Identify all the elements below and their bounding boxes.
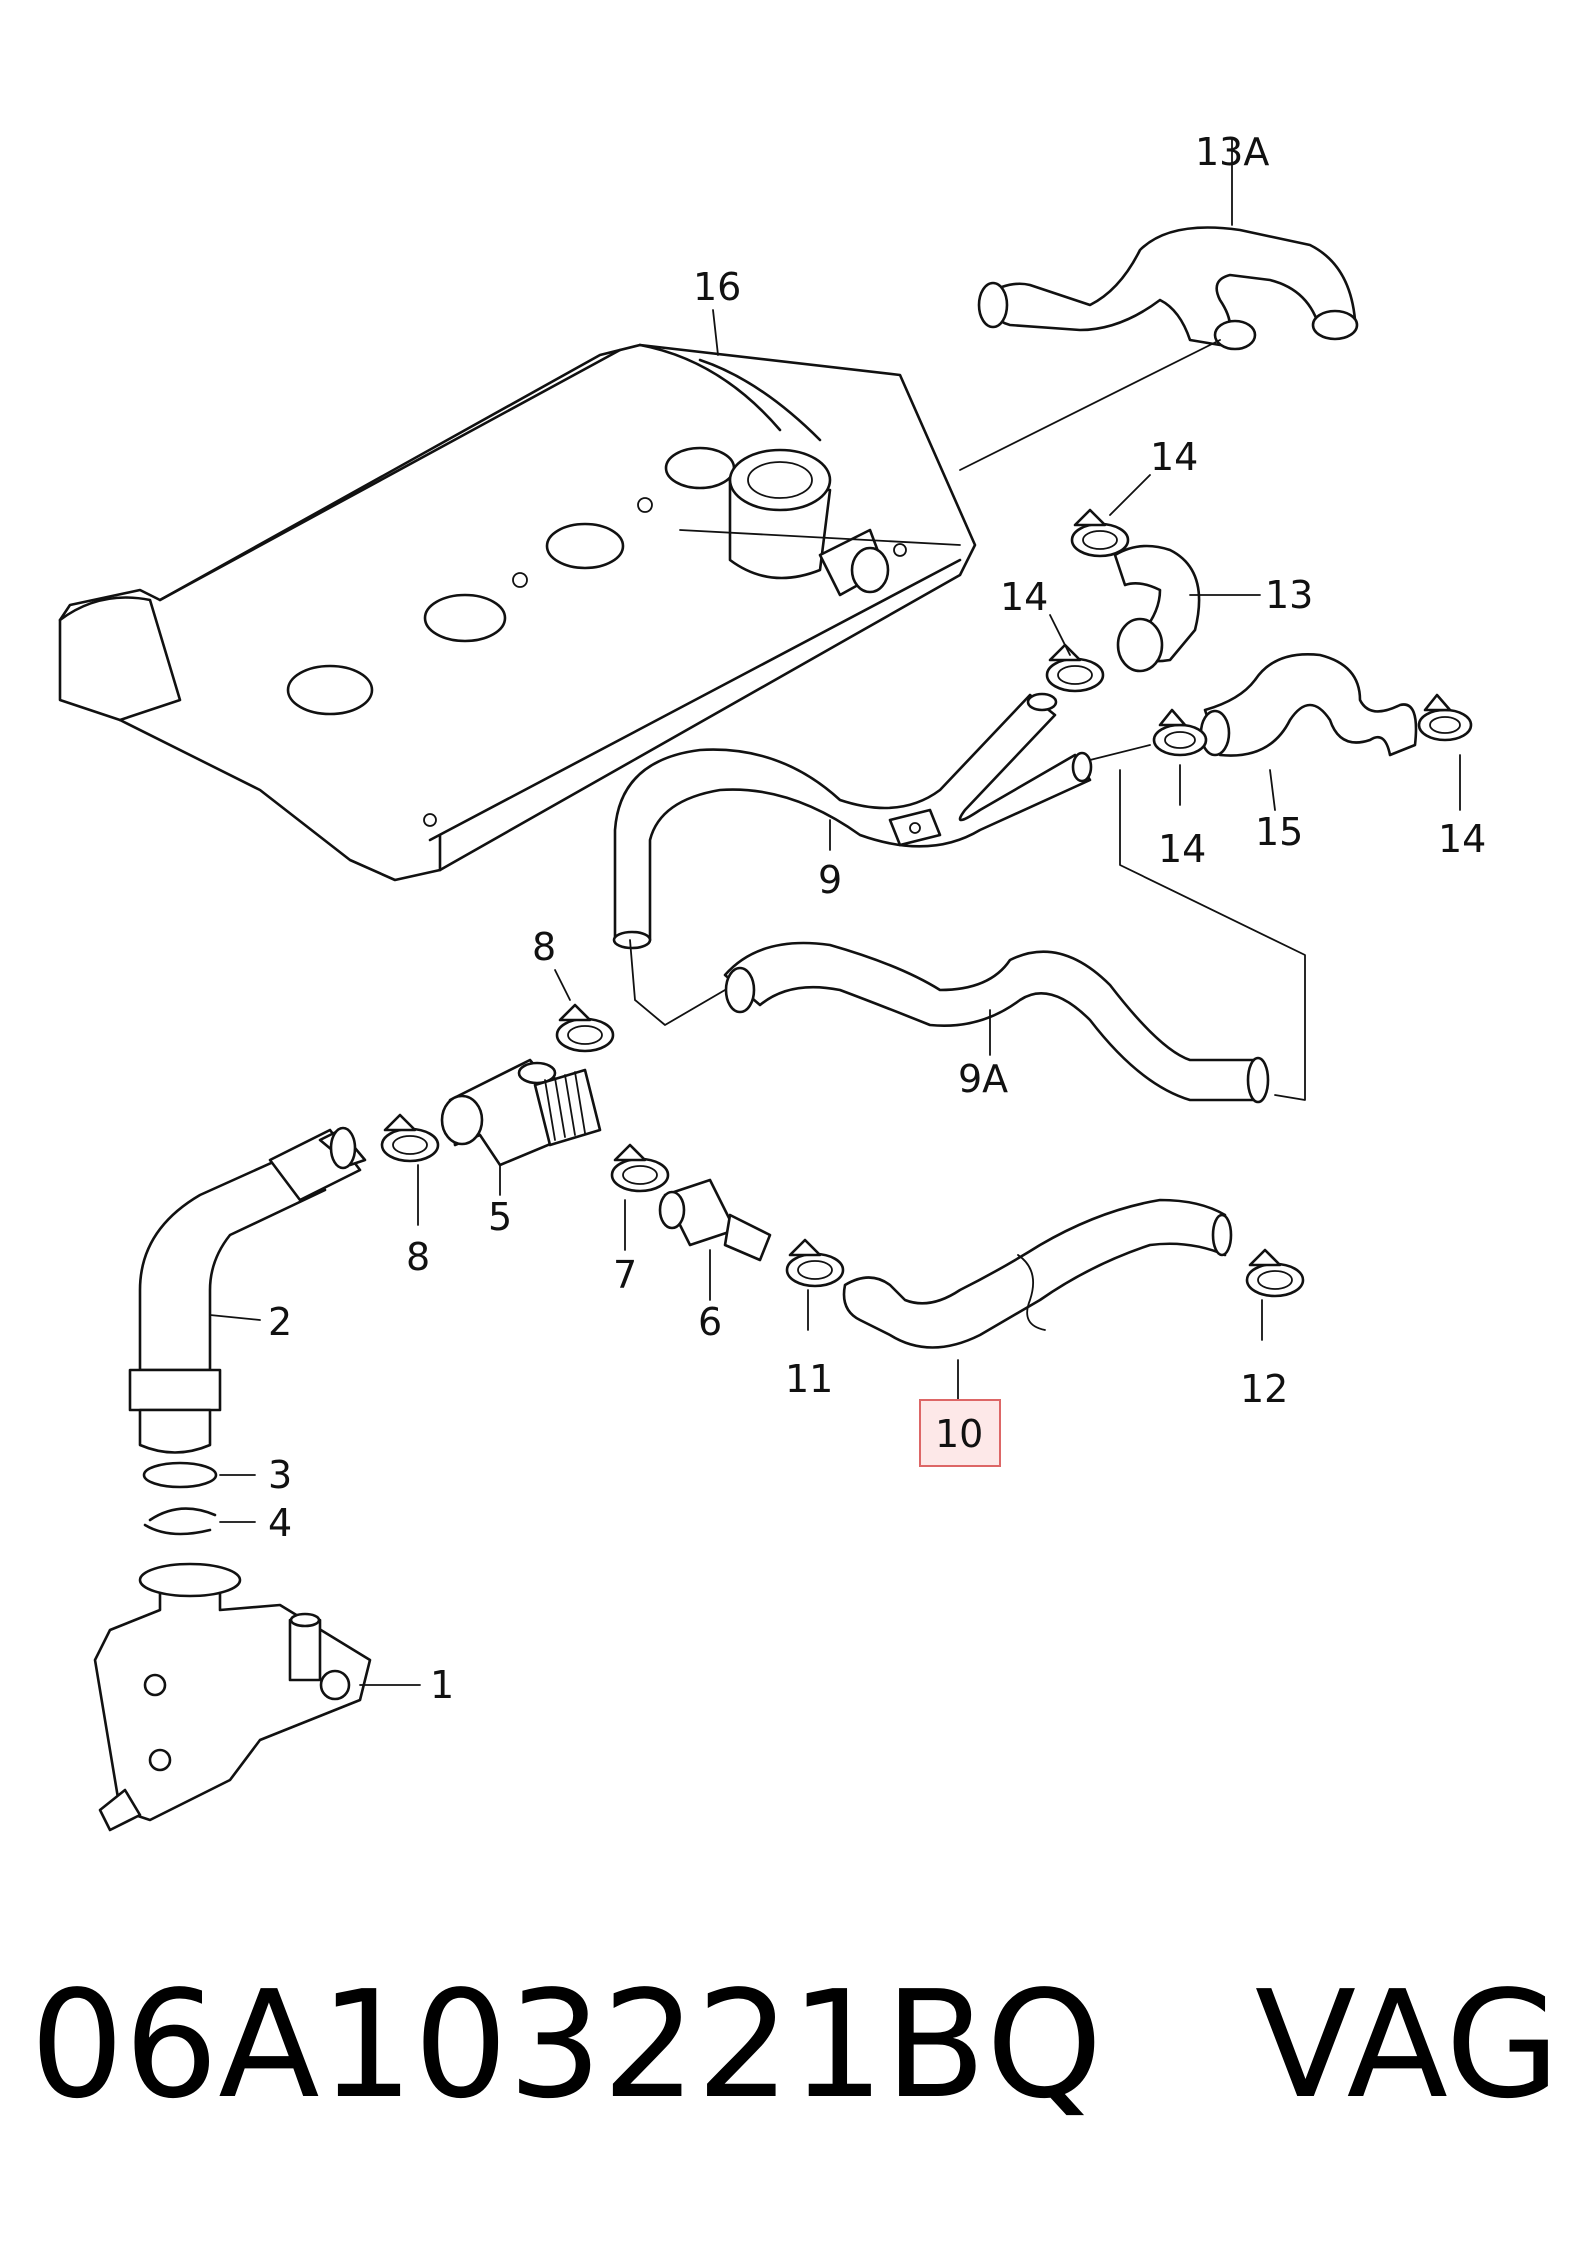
label-15: 15	[1255, 810, 1303, 854]
hose-15	[1199, 653, 1418, 757]
label-12: 12	[1240, 1367, 1288, 1411]
rings	[142, 1461, 256, 1536]
clamp-8-top	[555, 1003, 615, 1053]
part-number: 06A103221BQ	[30, 1959, 1103, 2131]
hose-13	[1113, 544, 1261, 673]
clamp-7	[610, 1143, 670, 1193]
valve-6	[533, 1068, 772, 1301]
tee-fitting-5	[440, 1058, 562, 1196]
clamp-12	[1245, 1248, 1305, 1298]
label-2: 2	[268, 1300, 292, 1344]
label-11: 11	[785, 1357, 833, 1401]
label-3: 3	[268, 1453, 292, 1497]
hose-10	[842, 1198, 1233, 1401]
label-8-lower: 8	[406, 1235, 430, 1279]
pipe-9	[612, 692, 1093, 950]
label-1: 1	[430, 1663, 454, 1707]
label-7: 7	[613, 1253, 637, 1297]
label-13a: 13A	[1195, 130, 1269, 174]
clamp-8-lower	[380, 1113, 440, 1163]
hose-13a	[959, 226, 1359, 471]
label-9a: 9A	[958, 1057, 1008, 1101]
valve-cover	[58, 343, 977, 882]
pipe-2	[128, 1126, 367, 1454]
leader-lines	[629, 744, 1306, 1101]
brand-name: VAG	[1254, 1959, 1560, 2131]
clamps	[380, 508, 1473, 1298]
clamp-14-mid	[1045, 643, 1105, 693]
callout-leaders	[417, 137, 1461, 1341]
label-14-top: 14	[1150, 435, 1198, 479]
label-14-mid: 14	[1000, 575, 1048, 619]
part-caption: 06A103221BQ VAG	[30, 1950, 1560, 2140]
clamp-14-right	[1417, 693, 1473, 742]
label-4: 4	[268, 1501, 292, 1545]
label-8-top: 8	[532, 925, 556, 969]
label-10: 10	[935, 1412, 983, 1456]
clamp-14-top	[1070, 508, 1130, 558]
pipe-9a	[723, 941, 1270, 1104]
label-14-right: 14	[1438, 817, 1486, 861]
clamp-14-left	[1152, 708, 1208, 757]
label-9: 9	[818, 858, 842, 902]
callout-labels: 13A 16 14 13 14 14 15 14 9 8 9A 5 8 7 2 …	[268, 130, 1486, 1707]
label-16: 16	[693, 265, 741, 309]
label-13: 13	[1265, 573, 1313, 617]
flange-housing	[93, 1562, 421, 1832]
label-6: 6	[698, 1300, 722, 1344]
label-5: 5	[488, 1195, 512, 1239]
label-14-left: 14	[1158, 827, 1206, 871]
clamp-11	[785, 1238, 845, 1288]
highlight-box	[919, 1399, 1001, 1467]
